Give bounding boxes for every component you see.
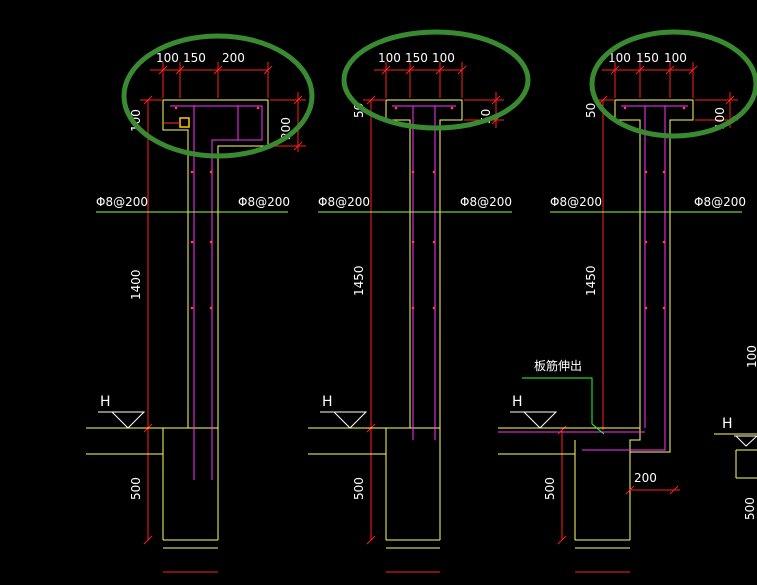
wall-4-dim-base-height: 500 xyxy=(743,497,757,520)
wall-3-dim-base-height: 500 xyxy=(543,477,557,500)
wall-4-level-label: H xyxy=(722,416,733,432)
wall-2-dim-wall-height: 1450 xyxy=(352,265,366,296)
highlight-ellipse-3 xyxy=(589,29,757,139)
wall-2-outline xyxy=(385,99,463,429)
wall-1-dim-top-b: 150 xyxy=(183,51,206,65)
wall-3-note: 板筋伸出 xyxy=(534,358,582,373)
wall-1-dim-top-a: 100 xyxy=(156,51,179,65)
wall-1-left-dimension xyxy=(140,95,163,545)
wall-3-bottom-dimension xyxy=(625,485,680,495)
wall-1-dim-top-c: 200 xyxy=(222,51,245,65)
wall-3-top-dimension xyxy=(602,62,698,98)
wall-detail-1: 100 150 200 200 100 1400 500 Φ8@200 Φ8@2… xyxy=(86,33,315,573)
wall-detail-3: 100 150 100 100 50 1450 500 Φ8@200 Φ8@20… xyxy=(498,29,757,573)
wall-1-top-dimension xyxy=(150,62,273,98)
wall-1-rebar-left: Φ8@200 xyxy=(96,195,148,209)
wall-2-right-dimension xyxy=(464,92,504,128)
wall-1-rebar xyxy=(170,105,263,440)
wall-2-rebar-left: Φ8@200 xyxy=(318,195,370,209)
wall-4-ground xyxy=(714,433,757,479)
wall-2-rebar-dots xyxy=(394,106,454,310)
highlight-ellipse-1 xyxy=(121,33,315,159)
wall-3-ground xyxy=(498,427,640,549)
wall-3-dim-top-b: 150 xyxy=(636,51,659,65)
wall-3-left-dimension xyxy=(557,95,615,545)
wall-3-dim-left-top: 50 xyxy=(584,103,598,118)
wall-4-level-mark xyxy=(734,435,757,447)
wall-2-level-mark xyxy=(320,411,368,429)
wall-3-rebar-slab2 xyxy=(582,412,666,451)
wall-3-outline xyxy=(614,99,694,453)
wall-2-dim-base-height: 500 xyxy=(352,477,366,500)
wall-detail-2: 100 150 100 50 50 1450 500 Φ8@200 Φ8@200 xyxy=(308,29,531,573)
wall-2-dim-top-b: 150 xyxy=(405,51,428,65)
highlight-ellipse-2 xyxy=(341,29,531,131)
wall-3-rebar-right: Φ8@200 xyxy=(694,195,746,209)
wall-1-level-label: H xyxy=(100,394,111,410)
wall-3-rebar-dots xyxy=(623,106,686,310)
wall-detail-4-partial: H 500 100 xyxy=(714,345,757,520)
wall-1-level-mark xyxy=(98,411,146,429)
wall-2-top-dimension xyxy=(374,62,467,98)
wall-2-dim-top-c: 100 xyxy=(432,51,455,65)
wall-2-level-label: H xyxy=(322,394,333,410)
wall-3-dim-bottom: 200 xyxy=(634,471,657,485)
snap-marker[interactable] xyxy=(179,117,190,128)
wall-1-dim-wall-height: 1400 xyxy=(129,269,143,300)
wall-2-dim-top-a: 100 xyxy=(378,51,401,65)
wall-3-level-label: H xyxy=(512,394,523,410)
wall-1-rebar-right: Φ8@200 xyxy=(238,195,290,209)
wall-2-ground xyxy=(308,427,441,549)
wall-3-dim-top-a: 100 xyxy=(608,51,631,65)
wall-2-left-dimension xyxy=(363,95,386,545)
wall-4-dim-top: 100 xyxy=(745,345,757,368)
wall-3-level-mark xyxy=(510,411,558,429)
wall-1-dim-base-height: 500 xyxy=(129,477,143,500)
wall-3-dim-top-c: 100 xyxy=(664,51,687,65)
wall-3-rebar-left: Φ8@200 xyxy=(550,195,602,209)
wall-3-dim-wall-height: 1450 xyxy=(584,265,598,296)
wall-1-rebar-dots xyxy=(174,106,260,310)
wall-2-rebar-right: Φ8@200 xyxy=(460,195,512,209)
wall-3-note-leader xyxy=(522,377,605,435)
wall-1-ground xyxy=(86,427,219,549)
